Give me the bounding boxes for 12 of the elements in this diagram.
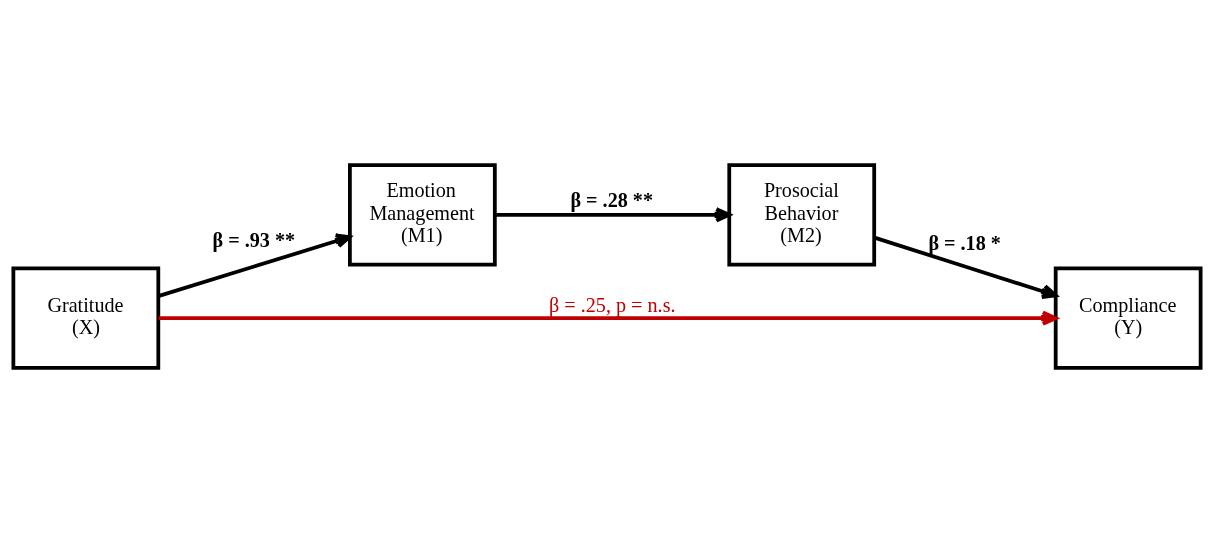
node-box: Compliance (Y) bbox=[1053, 266, 1203, 370]
edge-label: β = .93 ** bbox=[212, 229, 296, 252]
edge-label: β = .25, p = n.s. bbox=[549, 293, 676, 316]
arrow bbox=[158, 310, 1058, 326]
node-box: Emotion Management (M1) bbox=[348, 163, 497, 267]
edge-label: β = .18 * bbox=[928, 231, 1001, 254]
arrow bbox=[873, 235, 1058, 299]
node-box: Prosocial Behavior (M2) bbox=[727, 163, 877, 267]
arrow bbox=[157, 233, 352, 298]
arrow bbox=[494, 207, 731, 223]
node-box: Gratitude (X) bbox=[11, 266, 161, 370]
edge-label: β = .28 ** bbox=[570, 189, 654, 212]
